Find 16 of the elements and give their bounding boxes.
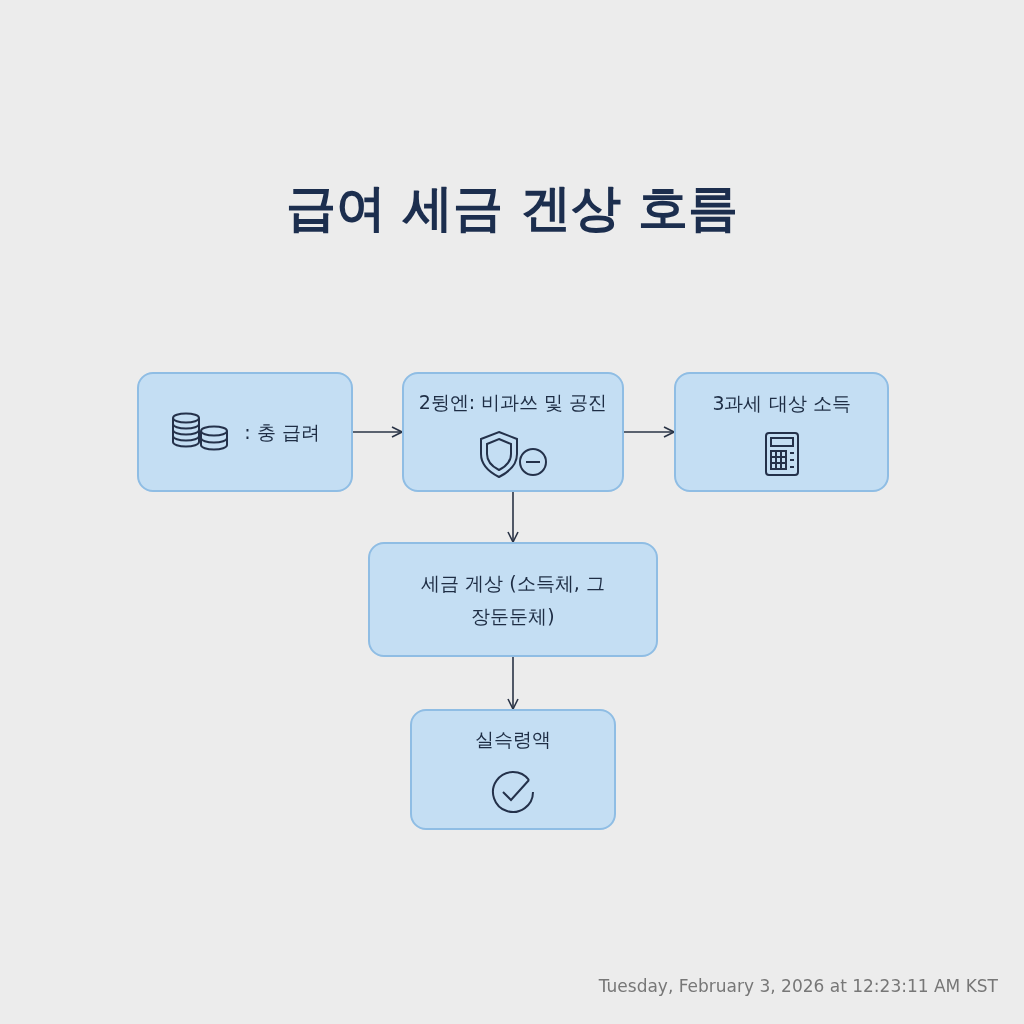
process-box [137,372,353,492]
box-label: : 충 급려 [244,419,320,445]
process-box [410,709,616,830]
box-label: 세금 게상 (소득체, 그장둔둔체) [420,571,606,629]
box-label: 3과세 대상 소득 [712,390,851,416]
process-box [674,372,889,492]
timestamp-text: Tuesday, February 3, 2026 at 12:23:11 AM KST [598,976,998,996]
arrow [507,491,519,543]
arrow [507,656,519,710]
arrow [352,426,403,438]
box-label: 2뒹엔: 비과쓰 및 공진 [418,389,608,415]
arrow [623,426,675,438]
box-label: 실슥령액 [475,727,551,753]
process-box [402,372,624,492]
process-box [368,542,658,657]
title: 급여 세금 겐상 호름 [284,178,740,239]
